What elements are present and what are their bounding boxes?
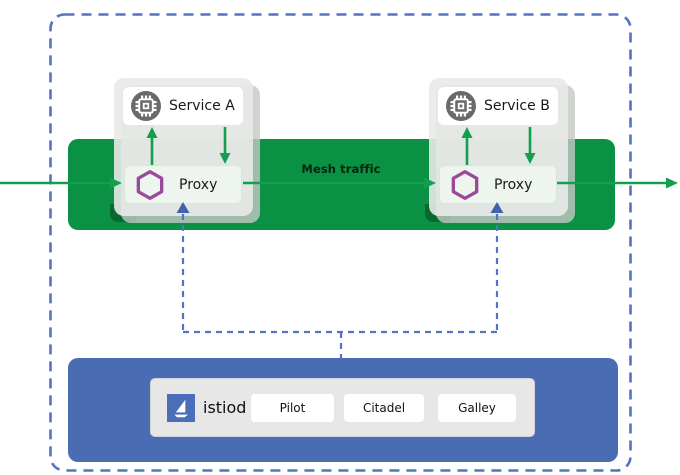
- pilot-box: Pilot: [251, 394, 334, 422]
- proxy-b-box: Proxy: [439, 165, 557, 204]
- istiod-panel: istiod Pilot Citadel Galley: [150, 378, 535, 437]
- istiod-control-plane-box: istiod Pilot Citadel Galley: [68, 358, 618, 462]
- service-b-box: Service B: [438, 87, 558, 125]
- service-chip-icon: [446, 91, 476, 121]
- proxy-a-box: Proxy: [124, 165, 242, 204]
- istio-sailboat-logo-icon: [167, 394, 195, 422]
- galley-box: Galley: [438, 394, 516, 422]
- mesh-traffic-label: Mesh traffic: [301, 162, 381, 176]
- envoy-proxy-icon: [450, 169, 480, 201]
- proxy-a-label: Proxy: [179, 176, 218, 193]
- envoy-proxy-icon: [135, 169, 165, 201]
- citadel-box: Citadel: [344, 394, 424, 422]
- service-chip-icon: [131, 91, 161, 121]
- service-b-pod-card: Service B Proxy: [425, 78, 575, 223]
- service-a-box: Service A: [123, 87, 243, 125]
- service-a-pod-card: Service A Proxy: [110, 78, 260, 223]
- istiod-label: istiod: [203, 398, 247, 417]
- proxy-b-label: Proxy: [494, 176, 533, 193]
- service-a-label: Service A: [169, 98, 235, 114]
- service-b-label: Service B: [484, 98, 550, 114]
